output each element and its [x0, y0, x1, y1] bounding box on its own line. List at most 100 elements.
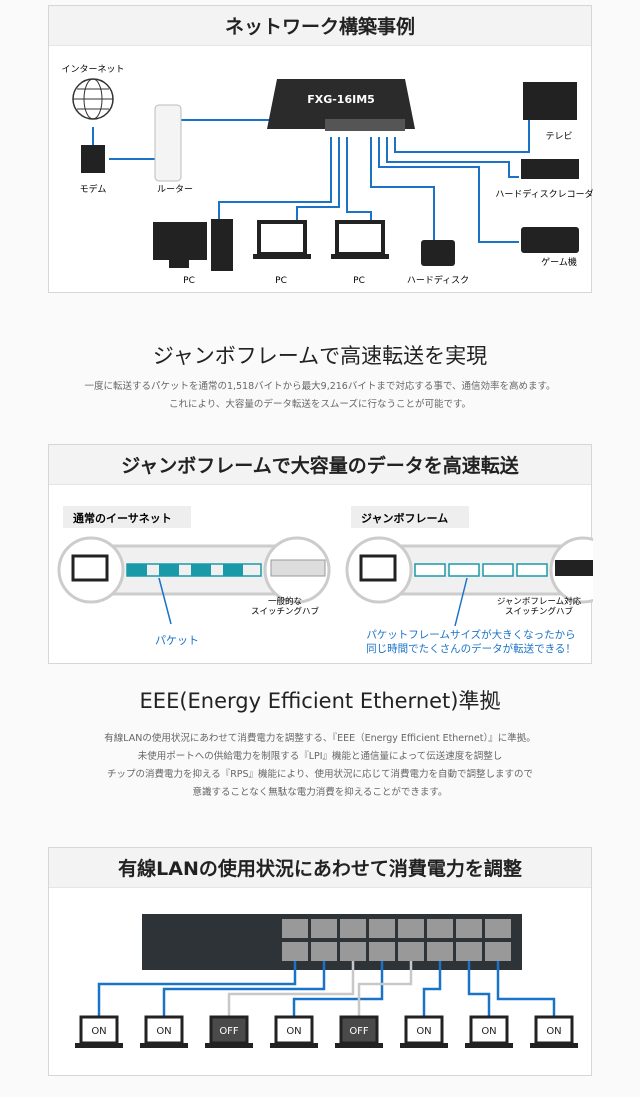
- tv-icon: [523, 82, 577, 120]
- port: [427, 919, 453, 938]
- power-state-label: ON: [481, 1026, 496, 1037]
- hub-label: スイッチングハブ: [251, 606, 320, 617]
- desc-line: チップの消費電力を抑える『RPS』機能により、使用状況に応じて消費電力を自動で調…: [106, 769, 533, 780]
- switch-icon: [270, 559, 326, 577]
- packets: [127, 564, 243, 576]
- network-panel: ネットワーク構築事例 インターネット モデム ルーター FXG-16IM5 テレ…: [48, 5, 593, 293]
- port: [369, 942, 395, 961]
- power-state-label: ON: [91, 1026, 106, 1037]
- network-diagram: インターネット モデム ルーター FXG-16IM5 テレビ ハードディスクレコ…: [61, 64, 593, 286]
- jumbo-note: パケットフレームサイズが大きくなったから: [366, 628, 575, 641]
- switch-label: FXG-16IM5: [307, 93, 375, 106]
- modem-label: モデム: [80, 183, 107, 195]
- desc-line: 意識することなく無駄な電力消費を抑えることができます。: [192, 787, 448, 798]
- jumbo-flow: [345, 536, 593, 604]
- cable: [97, 961, 297, 1017]
- desc-line: これにより、大容量のデータ転送をスムーズに行なうことが可能です。: [168, 399, 471, 410]
- jumbo-diagram: 通常のイーサネット ジャンボフレーム 一般的な スイッチングハブ パケット ジャ…: [57, 506, 593, 655]
- port: [282, 919, 308, 938]
- port: [427, 942, 453, 961]
- jumbo-heading: ジャンボフレームで高速転送を実現: [152, 344, 488, 368]
- desc-line: 有線LANの使用状況にあわせて消費電力を調整する、『EEE（Energy Eff…: [104, 733, 536, 744]
- arrow: [158, 577, 172, 625]
- desc-line: 一度に転送するパケットを通常の1,518バイトから最大9,216バイトまで対応す…: [84, 381, 556, 392]
- laptop-base: [140, 1043, 188, 1048]
- desc-line: 未使用ポートへの供給電力を制限する『LPI』機能と通信量によって伝送速度を調整し: [137, 751, 503, 762]
- laptop-base: [335, 1043, 383, 1048]
- port: [311, 919, 337, 938]
- pc-label: PC: [275, 276, 287, 286]
- jumbo-note: 同じ時間でたくさんのデータが転送できる！: [366, 642, 576, 655]
- port: [456, 942, 482, 961]
- pc-label: PC: [353, 276, 365, 286]
- recorder-label: ハードディスクレコーダー: [495, 188, 593, 200]
- pc-desktop-icon: [153, 219, 233, 271]
- cable: [292, 961, 384, 1017]
- port: [340, 942, 366, 961]
- power-diagram: ON ON OFF ON OFF ON ON ON: [75, 914, 578, 1048]
- hub-label: ジャンボフレーム対応: [497, 596, 582, 607]
- laptop-icon: [253, 220, 311, 259]
- power-state-label: OFF: [219, 1026, 239, 1037]
- laptop-base: [400, 1043, 448, 1048]
- power-state-label: ON: [286, 1026, 301, 1037]
- switch-icon: [555, 560, 593, 576]
- laptop-icon: [71, 554, 109, 582]
- cable: [467, 961, 491, 1017]
- pc-label: PC: [183, 276, 195, 286]
- eee-description: 有線LANの使用状況にあわせて消費電力を調整する、『EEE（Energy Eff…: [0, 730, 640, 802]
- game-console-icon: [521, 227, 579, 253]
- normal-flow: [57, 536, 331, 604]
- port: [485, 919, 511, 938]
- port: [311, 942, 337, 961]
- laptop-base: [75, 1043, 123, 1048]
- cable: [162, 961, 326, 1017]
- laptop-base: [465, 1043, 513, 1048]
- arrow: [454, 577, 468, 627]
- port: [340, 919, 366, 938]
- packet-label: パケット: [155, 634, 199, 647]
- router-label: ルーター: [157, 184, 193, 195]
- cable: [496, 961, 556, 1017]
- cables: [92, 117, 530, 243]
- laptop-base: [530, 1043, 578, 1048]
- port: [369, 919, 395, 938]
- hard-disk-label: ハードディスク: [407, 274, 469, 286]
- port: [398, 919, 424, 938]
- packets: [414, 563, 548, 577]
- laptop-base: [205, 1043, 253, 1048]
- power-state-label: OFF: [349, 1026, 369, 1037]
- laptop-icon: [469, 1015, 509, 1045]
- panel-title: ジャンボフレームで大容量のデータを高速転送: [49, 445, 591, 485]
- modem-icon: [81, 145, 105, 173]
- internet-label: インターネット: [61, 64, 124, 75]
- port: [485, 942, 511, 961]
- laptop-base: [270, 1043, 318, 1048]
- hub-label: 一般的な: [268, 596, 302, 607]
- power-state-label: ON: [546, 1026, 561, 1037]
- game-label: ゲーム機: [541, 256, 577, 268]
- panel-title: ネットワーク構築事例: [49, 6, 591, 46]
- recorder-icon: [521, 159, 579, 179]
- cable: [357, 961, 413, 1017]
- power-state-label: ON: [416, 1026, 431, 1037]
- jumbo-frame-label: ジャンボフレーム: [361, 511, 448, 525]
- port: [456, 919, 482, 938]
- panel-title: 有線LANの使用状況にあわせて消費電力を調整: [49, 848, 591, 888]
- cable: [227, 961, 355, 1017]
- laptop-icon: [359, 554, 397, 582]
- cable: [422, 961, 442, 1017]
- port: [398, 942, 424, 961]
- switch-icon: [267, 79, 415, 129]
- laptop-icon: [331, 220, 389, 259]
- hub-label: スイッチングハブ: [505, 606, 574, 617]
- globe-icon: [72, 78, 114, 120]
- eee-heading: EEE(Energy Efficient Ethernet)準拠: [139, 689, 501, 713]
- jumbo-panel: ジャンボフレームで大容量のデータを高速転送 通常のイーサネット ジャンボフレーム…: [48, 444, 593, 664]
- tv-label: テレビ: [545, 131, 572, 142]
- hard-disk-icon: [421, 240, 455, 266]
- normal-ethernet-label: 通常のイーサネット: [73, 511, 172, 525]
- power-state-label: ON: [156, 1026, 171, 1037]
- port: [282, 942, 308, 961]
